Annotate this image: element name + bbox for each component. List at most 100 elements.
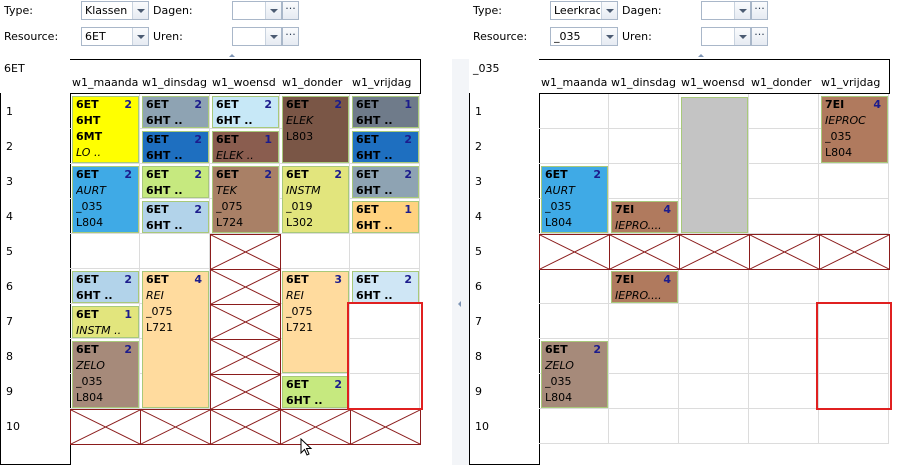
- timetable-cell[interactable]: [679, 269, 749, 304]
- day-header[interactable]: w1_maanda: [541, 76, 608, 89]
- timetable-cell[interactable]: [350, 234, 420, 269]
- dagen-more-button[interactable]: ···: [282, 1, 299, 20]
- chevron-left-icon[interactable]: [458, 301, 461, 307]
- timetable-cell[interactable]: [539, 409, 609, 444]
- timetable-cell[interactable]: [819, 304, 889, 339]
- timetable-cell[interactable]: [140, 164, 210, 199]
- timetable-cell[interactable]: [140, 374, 210, 409]
- timetable-cell[interactable]: [350, 304, 420, 339]
- chevron-down-icon[interactable]: [132, 28, 148, 45]
- day-header[interactable]: w1_vrijdag: [821, 76, 881, 89]
- chevron-down-icon[interactable]: [734, 2, 750, 19]
- dagen-combo[interactable]: [701, 1, 751, 20]
- timetable-cell[interactable]: [210, 199, 280, 234]
- day-header[interactable]: w1_woensd: [212, 76, 276, 89]
- timetable-cell[interactable]: [539, 304, 609, 339]
- day-header[interactable]: w1_dinsdag: [142, 76, 207, 89]
- timetable-cell[interactable]: [280, 129, 350, 164]
- chevron-down-icon[interactable]: [132, 2, 148, 19]
- day-header[interactable]: w1_maanda: [72, 76, 139, 89]
- timetable-cell[interactable]: [539, 374, 609, 409]
- splitter-handle-icon[interactable]: [698, 54, 704, 57]
- timetable-cell[interactable]: [819, 199, 889, 234]
- uren-more-button[interactable]: ···: [751, 27, 768, 46]
- timetable-cell[interactable]: [280, 234, 350, 269]
- timetable-cell[interactable]: [749, 304, 819, 339]
- timetable-cell[interactable]: [280, 199, 350, 234]
- timetable-cell[interactable]: [609, 164, 679, 199]
- timetable-cell[interactable]: [749, 409, 819, 444]
- timetable-cell[interactable]: [350, 129, 420, 164]
- timetable-cell[interactable]: [819, 339, 889, 374]
- type-combo[interactable]: Klassen: [81, 1, 149, 20]
- splitter-handle-icon[interactable]: [229, 54, 235, 57]
- timetable-cell[interactable]: [140, 94, 210, 129]
- timetable-cell[interactable]: [280, 374, 350, 409]
- timetable-cell[interactable]: [679, 304, 749, 339]
- timetable-cell[interactable]: [749, 269, 819, 304]
- uren-more-button[interactable]: ···: [282, 27, 299, 46]
- timetable-cell[interactable]: [609, 339, 679, 374]
- timetable-cell[interactable]: [679, 374, 749, 409]
- resource-combo[interactable]: _035: [550, 27, 618, 46]
- timetable-cell[interactable]: [609, 374, 679, 409]
- timetable-cell[interactable]: [609, 94, 679, 129]
- timetable-cell[interactable]: [539, 199, 609, 234]
- timetable-cell[interactable]: [609, 269, 679, 304]
- timetable-cell[interactable]: [819, 409, 889, 444]
- timetable-cell[interactable]: [280, 339, 350, 374]
- timetable-cell[interactable]: [749, 129, 819, 164]
- timetable-cell[interactable]: [539, 94, 609, 129]
- timetable-cell[interactable]: [70, 269, 140, 304]
- timetable-cell[interactable]: [819, 164, 889, 199]
- timetable-cell[interactable]: [539, 269, 609, 304]
- timetable-cell[interactable]: [70, 129, 140, 164]
- timetable-cell[interactable]: [350, 164, 420, 199]
- timetable-cell[interactable]: [350, 199, 420, 234]
- timetable-cell[interactable]: [210, 129, 280, 164]
- timetable-cell[interactable]: [350, 94, 420, 129]
- timetable-cell[interactable]: [210, 94, 280, 129]
- timetable-cell[interactable]: [350, 339, 420, 374]
- timetable-cell[interactable]: [70, 304, 140, 339]
- chevron-down-icon[interactable]: [265, 28, 281, 45]
- day-header[interactable]: w1_dinsdag: [611, 76, 676, 89]
- dagen-combo[interactable]: [232, 1, 282, 20]
- timetable-cell[interactable]: [70, 234, 140, 269]
- uren-combo[interactable]: [701, 27, 751, 46]
- timetable-cell[interactable]: [749, 199, 819, 234]
- chevron-down-icon[interactable]: [601, 2, 617, 19]
- timetable-cell[interactable]: [679, 339, 749, 374]
- timetable-cell[interactable]: [819, 269, 889, 304]
- day-header[interactable]: w1_donder: [751, 76, 812, 89]
- timetable-cell[interactable]: [70, 199, 140, 234]
- day-header[interactable]: w1_vrijdag: [352, 76, 412, 89]
- chevron-down-icon[interactable]: [601, 28, 617, 45]
- type-combo[interactable]: Leerkracht: [550, 1, 618, 20]
- timetable-cell[interactable]: [140, 129, 210, 164]
- timetable-cell[interactable]: [819, 129, 889, 164]
- resource-combo[interactable]: 6ET: [81, 27, 149, 46]
- dagen-more-button[interactable]: ···: [751, 1, 768, 20]
- day-header[interactable]: w1_donder: [282, 76, 343, 89]
